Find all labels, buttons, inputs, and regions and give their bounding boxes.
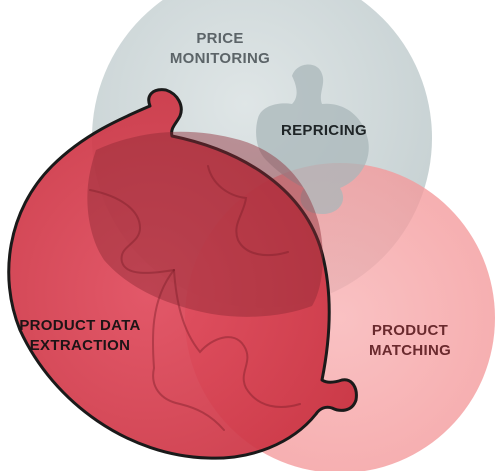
overlap-region (87, 131, 323, 317)
product-matching-label-line1: PRODUCT (372, 322, 448, 339)
product-data-extraction-shape (7, 88, 358, 460)
puzzle-seams (89, 165, 301, 431)
price-monitoring-label-line1: PRICE (196, 30, 243, 47)
repricing-label: REPRICING (281, 122, 367, 139)
product-data-extraction-label-line1: PRODUCT DATA (19, 317, 140, 334)
product-matching-label-line2: MATCHING (369, 342, 451, 359)
price-monitoring-label-line2: MONITORING (170, 50, 270, 67)
repricing-puzzle-piece (256, 64, 369, 214)
product-data-extraction-label-line2: EXTRACTION (30, 337, 131, 354)
